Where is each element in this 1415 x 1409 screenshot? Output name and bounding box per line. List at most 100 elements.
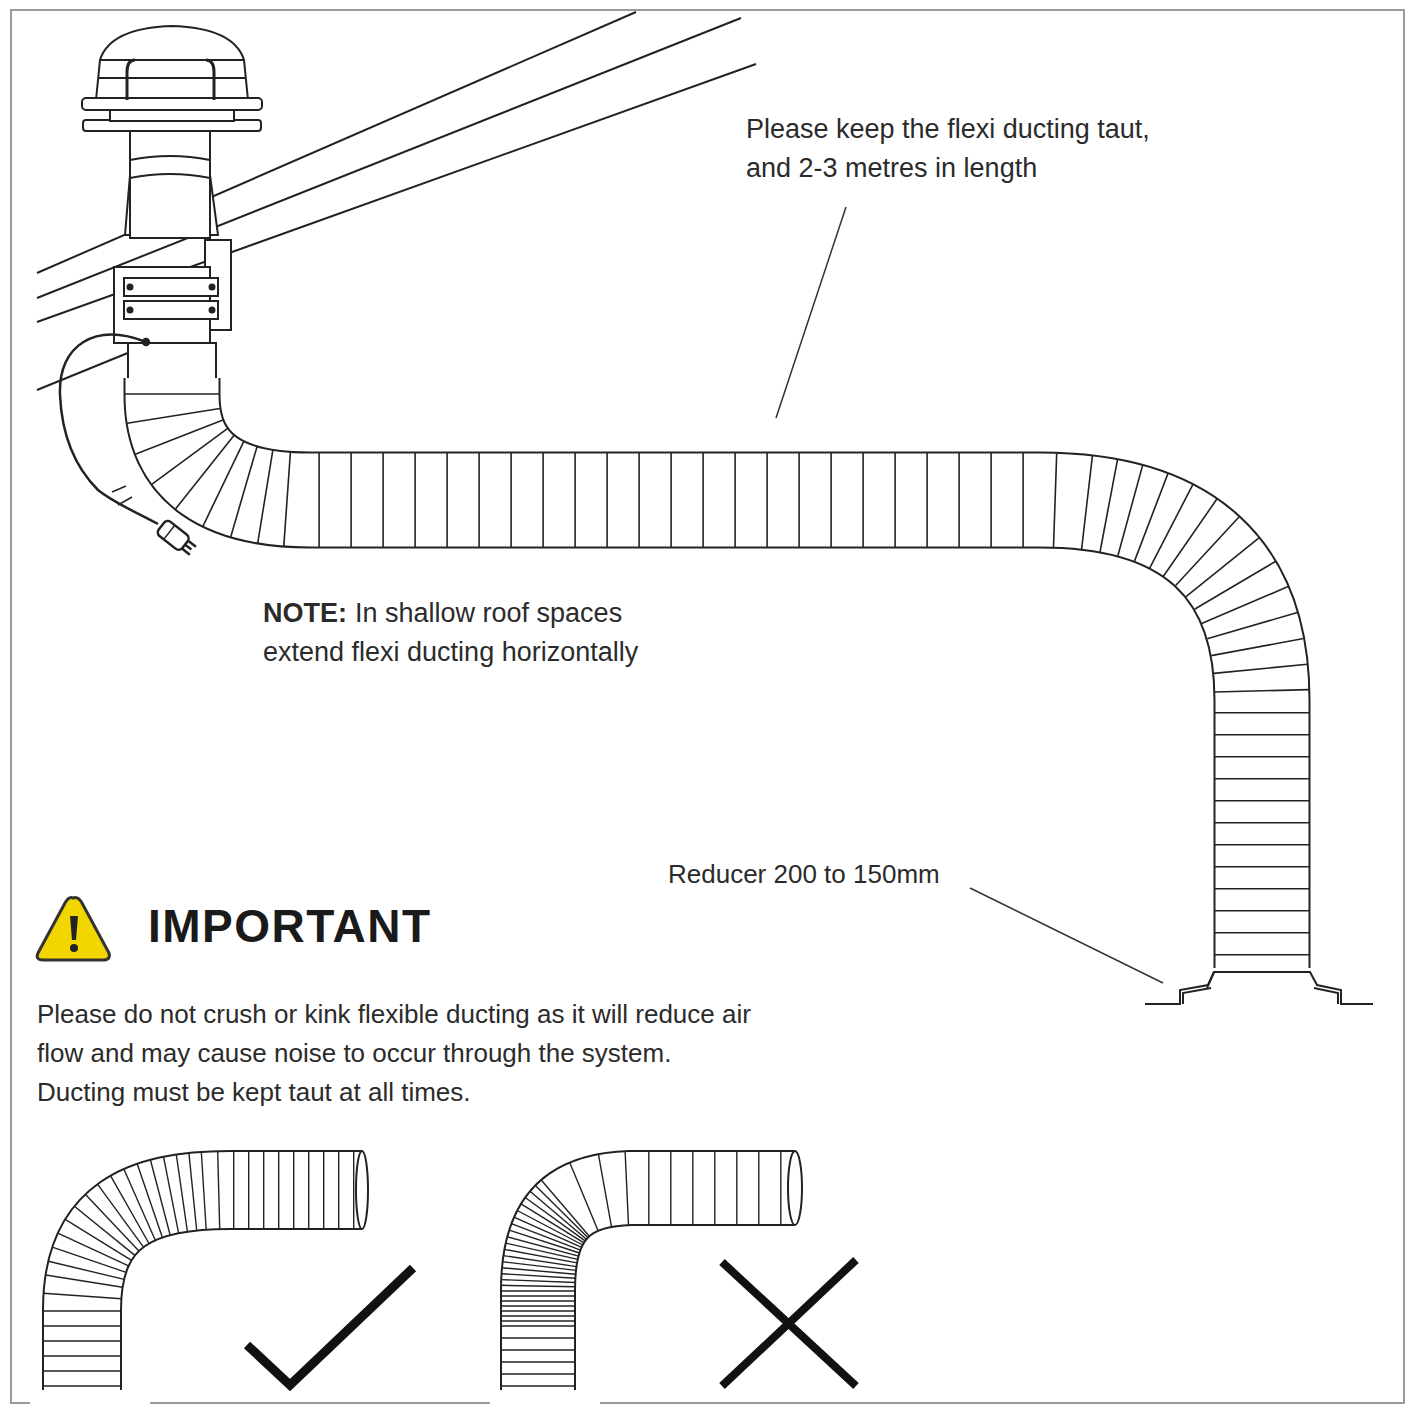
duct-rib — [598, 1154, 611, 1227]
duct-rib — [1202, 587, 1289, 624]
duct-rib — [414, 453, 416, 547]
duct-rib — [1195, 562, 1276, 610]
duct-rib — [189, 1153, 197, 1231]
duct-rib — [501, 1349, 575, 1350]
leader-line — [970, 888, 1163, 983]
duct-rib — [798, 453, 800, 547]
fan-handle — [206, 60, 214, 100]
reducer-line — [1207, 972, 1214, 988]
bracket-strap — [124, 301, 218, 319]
warning-heading: IMPORTANT — [148, 898, 432, 954]
warning-icon — [37, 898, 109, 960]
roof — [37, 12, 756, 390]
duct-rib — [43, 1355, 121, 1356]
dome-line — [98, 77, 246, 79]
duct-rib — [702, 453, 704, 547]
duct-ribs — [501, 1151, 781, 1386]
duct-rib — [574, 453, 576, 547]
duct-rib — [135, 420, 223, 454]
duct-rib — [152, 429, 228, 485]
duct-rib — [233, 1151, 234, 1229]
duct-rib — [1215, 822, 1309, 824]
duct-rib — [692, 1151, 693, 1225]
roof-line — [37, 12, 636, 273]
duct-rib — [1215, 910, 1309, 912]
duct-rib — [201, 1152, 206, 1230]
duct-rib — [1215, 734, 1309, 736]
duct-rib — [510, 453, 512, 547]
duct-rib — [85, 1194, 139, 1251]
neck-line — [130, 174, 210, 178]
duct-rib — [176, 1155, 187, 1232]
duct-rib — [926, 453, 928, 547]
duct-rib — [503, 1262, 577, 1271]
plug-pin — [188, 541, 196, 547]
duct-rib — [58, 1233, 129, 1266]
duct-rib — [43, 1310, 121, 1311]
duct-rib — [714, 1151, 715, 1225]
duct-ribs — [43, 1151, 354, 1386]
duct-rib — [111, 1176, 150, 1244]
crop — [490, 1390, 600, 1404]
duct-rib — [284, 452, 291, 546]
duct-rib — [137, 1164, 162, 1238]
duct-rib — [758, 1151, 759, 1225]
duct-rib — [382, 453, 384, 547]
duct-rib — [766, 453, 768, 547]
duct-rib — [507, 1237, 578, 1256]
bad-duct-example — [490, 1151, 856, 1404]
duct-rib — [501, 1373, 575, 1374]
duct-rib — [1175, 517, 1239, 586]
duct-rib — [501, 1361, 575, 1362]
cord-entry — [143, 339, 149, 345]
duct-rib — [1082, 456, 1093, 549]
duct-rib — [48, 1261, 124, 1279]
duct-rib — [1186, 538, 1259, 597]
duct-rib — [350, 453, 352, 547]
duct-rib — [502, 1274, 576, 1279]
duct-rib — [318, 453, 320, 547]
duct-rib — [1215, 800, 1309, 802]
duct-rib — [501, 1285, 575, 1286]
reducer-inner — [1314, 988, 1338, 1004]
duct-rib — [780, 1151, 781, 1225]
warning-triangle — [37, 898, 109, 960]
warning-text: Ducting must be kept taut at all times. — [37, 1073, 797, 1112]
duct-rib — [263, 1151, 264, 1229]
duct-rib — [501, 1310, 575, 1311]
duct-rib — [648, 1151, 649, 1225]
warning-text: Please do not crush or kink flexible duc… — [37, 995, 797, 1073]
duct-rib — [1163, 499, 1217, 576]
fan-dome — [96, 26, 248, 100]
roof-line — [37, 64, 756, 322]
roof-fan — [82, 26, 262, 379]
duct-rib — [1054, 453, 1057, 547]
duct-rib — [670, 1151, 671, 1225]
duct-rib — [338, 1151, 339, 1229]
duct-rib — [74, 1206, 134, 1255]
duct-rib — [1134, 474, 1168, 562]
fan-band — [82, 98, 262, 110]
duct-rib — [501, 1325, 575, 1326]
duct-rib — [1215, 954, 1309, 956]
duct-rib — [1215, 712, 1309, 714]
duct-rib — [293, 1151, 294, 1229]
duct-rib — [1150, 485, 1193, 568]
cord-break — [112, 486, 132, 505]
neck-line — [130, 156, 210, 160]
duct-rib — [894, 453, 896, 547]
duct-rib — [736, 1151, 737, 1225]
duct-rib — [248, 1151, 249, 1229]
duct-rib — [1118, 465, 1143, 556]
duct-rib — [606, 453, 608, 547]
duct-rib — [176, 436, 234, 510]
duct-rib — [501, 1337, 575, 1338]
duct-rib — [990, 453, 992, 547]
duct-rib — [501, 1305, 575, 1306]
plug — [156, 519, 199, 558]
duct-collar — [128, 343, 216, 379]
duct-rib — [958, 453, 960, 547]
